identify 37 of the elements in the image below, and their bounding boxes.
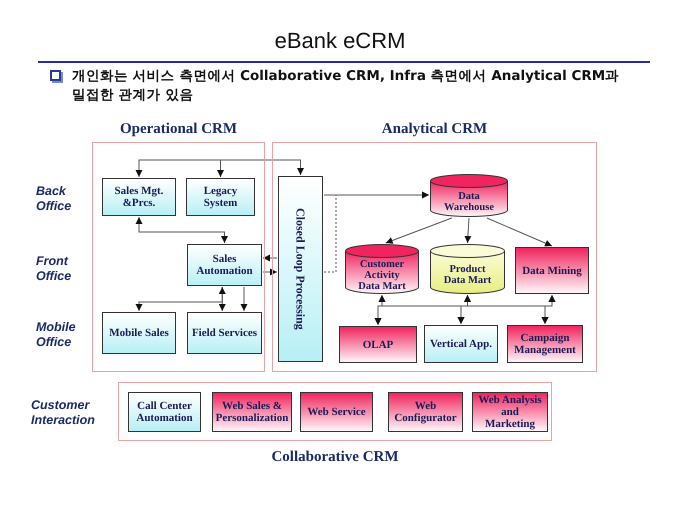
process-box: Legacy System bbox=[186, 178, 255, 216]
connector bbox=[385, 218, 452, 244]
row-label: Front Office bbox=[36, 254, 72, 284]
connector bbox=[240, 286, 248, 312]
connector bbox=[262, 254, 278, 262]
process-box: Field Services bbox=[187, 312, 262, 354]
process-box: OLAP bbox=[339, 326, 417, 363]
process-box: Campaign Management bbox=[507, 325, 583, 363]
process-box: Sales Automation bbox=[187, 244, 262, 286]
process-box: Sales Mgt. &Prcs. bbox=[102, 178, 176, 216]
process-box: Web Service bbox=[300, 392, 373, 432]
vertical-process-box: Closed Loop Processing bbox=[278, 176, 323, 362]
database-cylinder: Product Data Mart bbox=[430, 244, 505, 294]
database-cylinder: Data Warehouse bbox=[430, 174, 508, 217]
process-box: Web Configurator bbox=[388, 392, 463, 432]
process-box: Vertical App. bbox=[424, 325, 498, 363]
process-box: Web Analysis and Marketing bbox=[472, 392, 548, 432]
group-heading: Collaborative CRM bbox=[270, 449, 400, 466]
process-box: Data Mining bbox=[515, 247, 589, 294]
title: eBank eCRM bbox=[274, 28, 406, 54]
bullet-text: 개인화는 서비스 측면에서 Collaborative CRM, Infra 측면에서 Analytical CRM과 밀접한 관계가 있음 bbox=[72, 67, 620, 105]
group-heading: Operational CRM bbox=[118, 121, 238, 138]
row-label: Mobile Office bbox=[36, 320, 77, 350]
process-box: Web Sales & Personalization bbox=[212, 392, 292, 432]
connector bbox=[542, 294, 556, 324]
connector bbox=[464, 218, 472, 244]
connector bbox=[262, 268, 278, 276]
connector bbox=[136, 216, 228, 244]
connector bbox=[486, 218, 552, 246]
connector bbox=[324, 192, 430, 272]
row-label: Back Office bbox=[36, 184, 72, 214]
connector bbox=[218, 286, 226, 312]
database-cylinder: Customer Activity Data Mart bbox=[345, 244, 419, 294]
process-box: Mobile Sales bbox=[102, 312, 176, 354]
process-box: Call Center Automation bbox=[128, 392, 201, 432]
group-heading: Analytical CRM bbox=[380, 121, 488, 138]
row-label: Customer Interaction bbox=[31, 398, 96, 428]
